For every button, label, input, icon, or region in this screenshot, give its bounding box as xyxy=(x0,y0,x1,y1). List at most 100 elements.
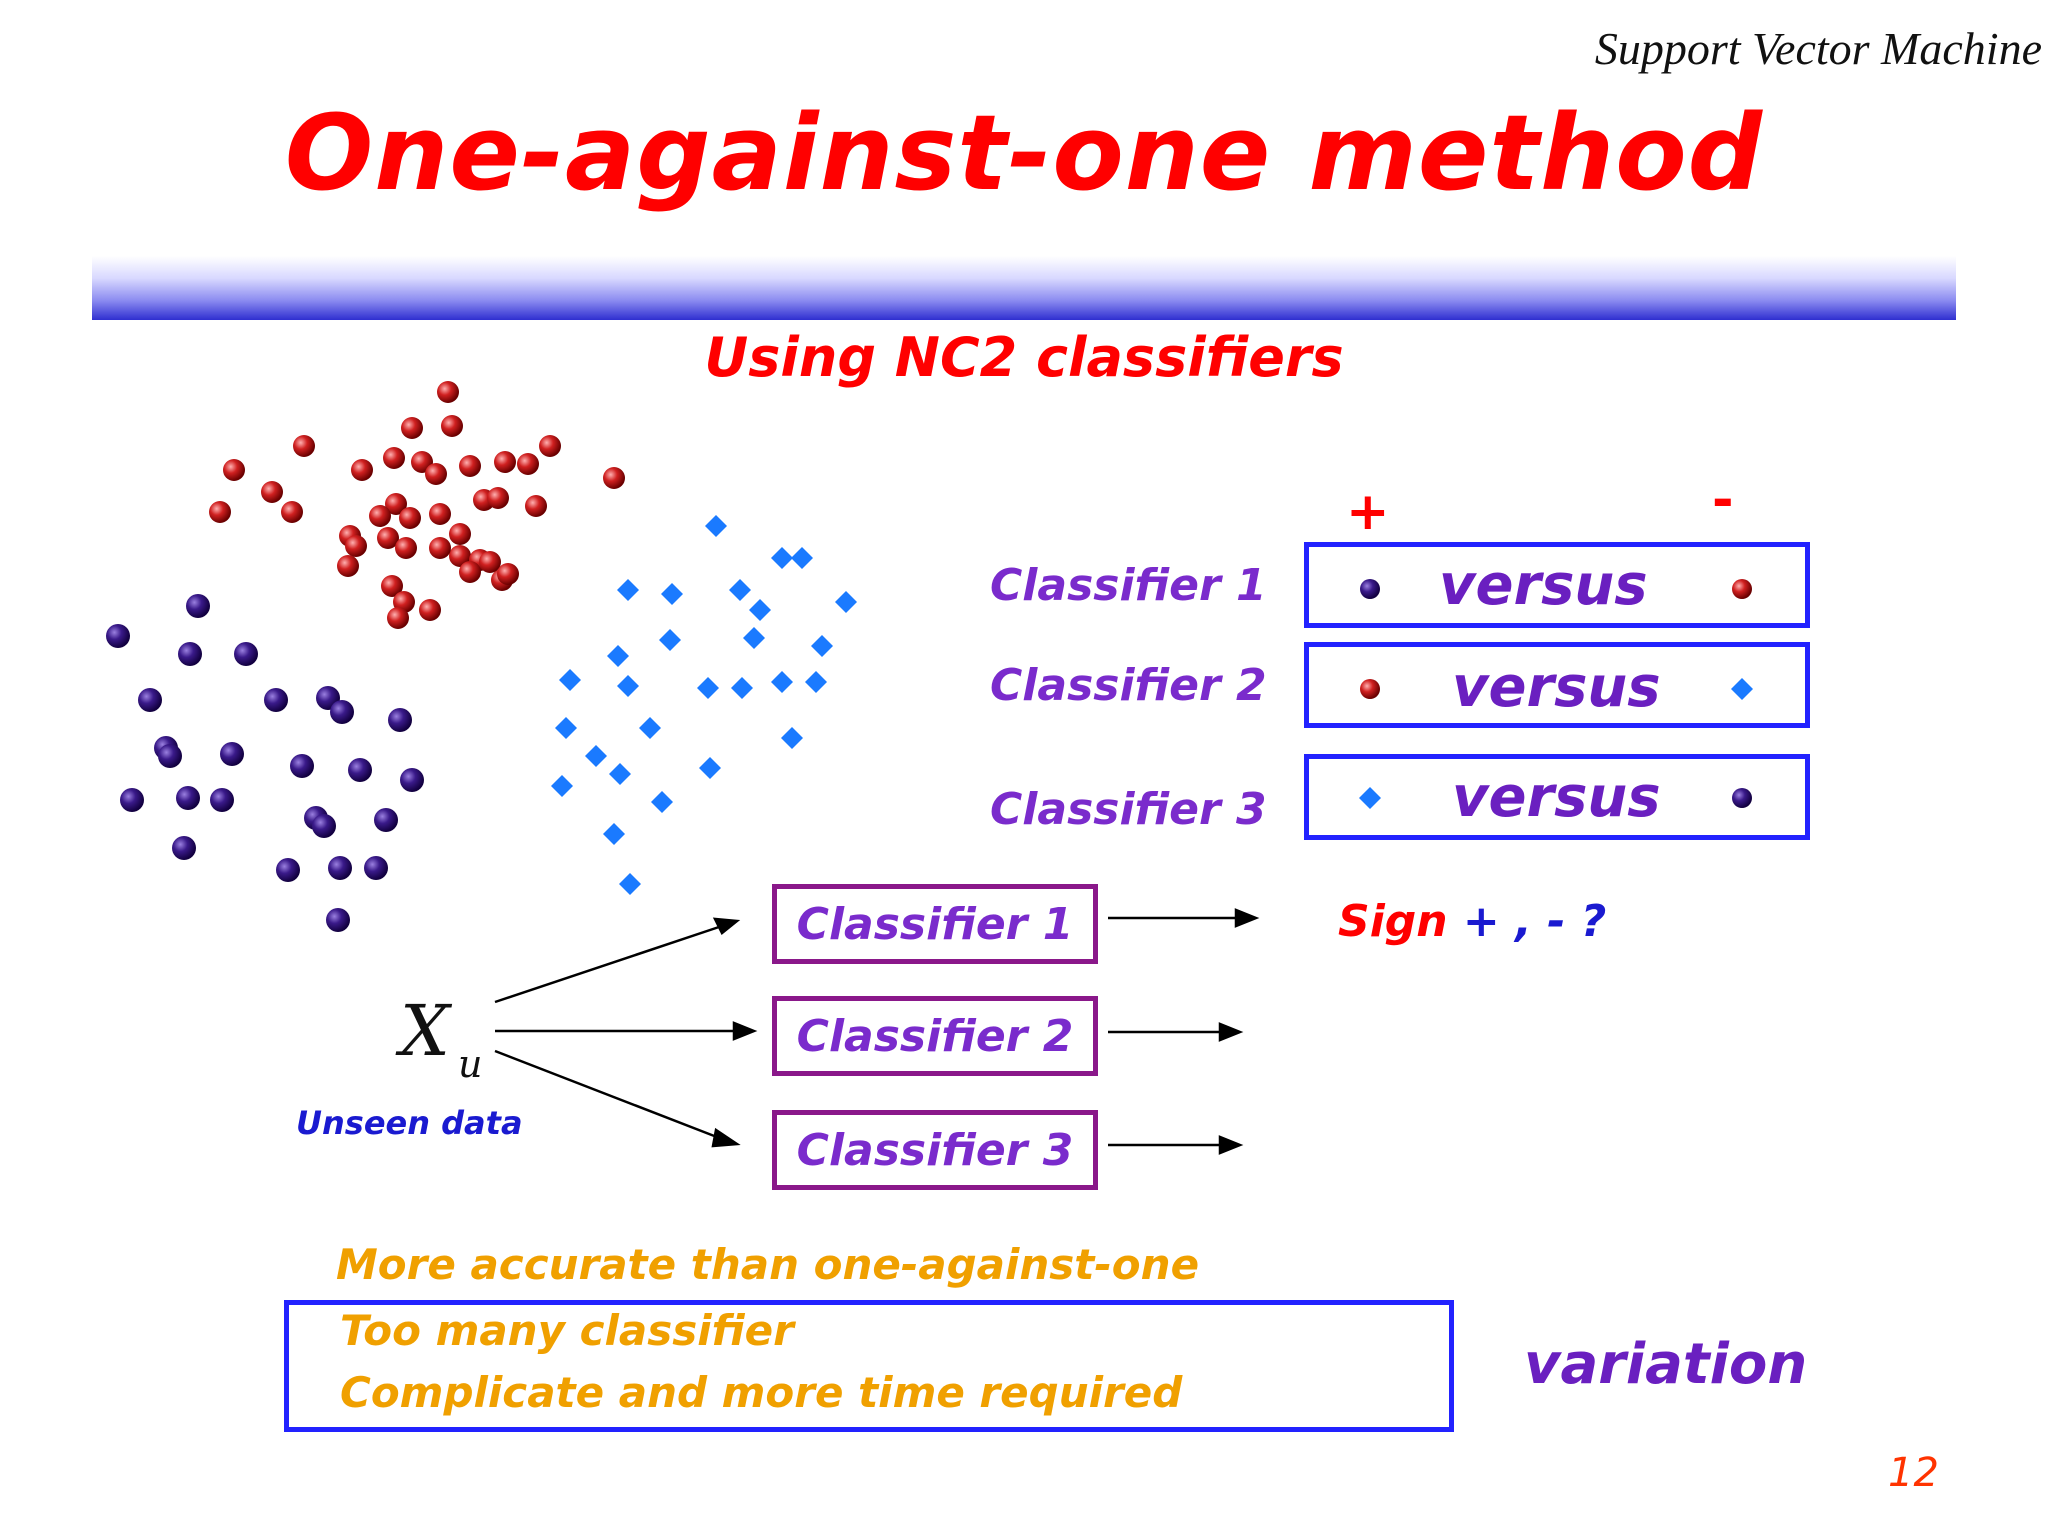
blue-class-point xyxy=(659,629,681,651)
red-class-point xyxy=(401,417,423,439)
class-purple-points xyxy=(106,594,424,932)
purple-class-point xyxy=(348,758,372,782)
versus-label-2: versus xyxy=(1452,655,1661,720)
purple-class-point xyxy=(374,808,398,832)
purple-class-point xyxy=(364,856,388,880)
red-circle-icon xyxy=(1732,579,1752,599)
purple-class-point xyxy=(106,624,130,648)
purple-class-point xyxy=(158,744,182,768)
blue-class-point xyxy=(551,775,573,797)
output-arrowhead-3 xyxy=(1218,1135,1244,1155)
red-class-point xyxy=(479,551,501,573)
blue-class-point xyxy=(607,645,629,667)
red-class-point xyxy=(369,505,391,527)
red-class-point xyxy=(429,537,451,559)
drawbacks-box xyxy=(284,1300,1454,1432)
red-class-point xyxy=(337,555,359,577)
red-class-point xyxy=(429,503,451,525)
red-class-point xyxy=(459,561,481,583)
blue-class-point xyxy=(749,599,771,621)
red-circle-icon xyxy=(1360,679,1380,699)
blue-class-point xyxy=(555,717,577,739)
title-gradient-bar xyxy=(92,256,1956,320)
blue-class-point xyxy=(731,677,753,699)
blue-class-point xyxy=(743,627,765,649)
arrowhead-2 xyxy=(732,1021,758,1041)
output-arrowhead-2 xyxy=(1218,1022,1244,1042)
purple-class-point xyxy=(264,688,288,712)
red-class-point xyxy=(399,507,421,529)
purple-class-point xyxy=(388,708,412,732)
eval-classifier-box-2: Classifier 2 xyxy=(772,996,1098,1076)
blue-class-point xyxy=(697,677,719,699)
blue-class-point xyxy=(771,547,793,569)
comparison-label-1: Classifier 1 xyxy=(990,560,1267,611)
comparison-box-1: versus xyxy=(1304,542,1810,628)
blue-class-point xyxy=(609,763,631,785)
blue-class-point xyxy=(585,745,607,767)
red-class-point xyxy=(497,563,519,585)
input-subscript: u xyxy=(458,1042,483,1086)
plus-symbol: + xyxy=(1346,482,1390,542)
output-arrowhead-1 xyxy=(1234,908,1260,928)
blue-class-point xyxy=(835,591,857,613)
red-class-point xyxy=(281,501,303,523)
purple-class-point xyxy=(326,908,350,932)
eval-classifier-label-3: Classifier 3 xyxy=(796,1124,1074,1176)
purple-class-point xyxy=(328,856,352,880)
purple-class-point xyxy=(220,742,244,766)
arrow-to-classifier-1 xyxy=(494,924,723,1004)
blue-diamond-icon xyxy=(1359,787,1381,809)
red-class-point xyxy=(441,415,463,437)
page-number: 12 xyxy=(1888,1450,1939,1496)
red-class-point xyxy=(261,481,283,503)
red-class-point xyxy=(517,453,539,475)
red-class-point xyxy=(377,527,399,549)
red-class-point xyxy=(345,535,367,557)
note-line-3: Complicate and more time required xyxy=(340,1368,1183,1417)
variation-label: variation xyxy=(1524,1332,1808,1397)
note-line-1: More accurate than one-against-one xyxy=(336,1240,1200,1289)
eval-classifier-label-2: Classifier 2 xyxy=(796,1010,1074,1062)
eval-classifier-label-1: Classifier 1 xyxy=(796,898,1074,950)
red-class-point xyxy=(449,523,471,545)
blue-class-point xyxy=(699,757,721,779)
red-class-point xyxy=(425,463,447,485)
purple-class-point xyxy=(178,642,202,666)
note-line-2: Too many classifier xyxy=(340,1306,794,1355)
blue-class-point xyxy=(805,671,827,693)
red-class-point xyxy=(351,459,373,481)
red-class-point xyxy=(539,435,561,457)
blue-class-point xyxy=(639,717,661,739)
red-class-point xyxy=(494,451,516,473)
arrowhead-3 xyxy=(711,1127,741,1148)
header-label: Support Vector Machine xyxy=(1594,23,2042,74)
red-class-point xyxy=(419,599,441,621)
blue-class-point xyxy=(705,515,727,537)
class-red-points xyxy=(209,381,625,629)
red-class-point xyxy=(209,501,231,523)
blue-class-point xyxy=(617,675,639,697)
blue-class-point xyxy=(661,583,683,605)
purple-class-point xyxy=(276,858,300,882)
arrow-to-classifier-3 xyxy=(494,1049,723,1141)
purple-class-point xyxy=(400,768,424,792)
purple-class-point xyxy=(312,814,336,838)
red-class-point xyxy=(383,447,405,469)
purple-circle-icon xyxy=(1360,579,1380,599)
red-class-point xyxy=(449,545,471,567)
purple-class-point xyxy=(234,642,258,666)
blue-class-point xyxy=(771,671,793,693)
output-arrows xyxy=(1108,908,1260,1155)
red-class-point xyxy=(223,459,245,481)
red-class-point xyxy=(459,455,481,477)
red-class-point xyxy=(293,435,315,457)
eval-classifier-box-3: Classifier 3 xyxy=(772,1110,1098,1190)
blue-class-point xyxy=(619,873,641,895)
blue-class-point xyxy=(617,579,639,601)
purple-class-point xyxy=(186,594,210,618)
red-class-point xyxy=(381,575,403,597)
input-arrows xyxy=(494,917,758,1148)
comparison-label-2: Classifier 2 xyxy=(990,660,1267,711)
